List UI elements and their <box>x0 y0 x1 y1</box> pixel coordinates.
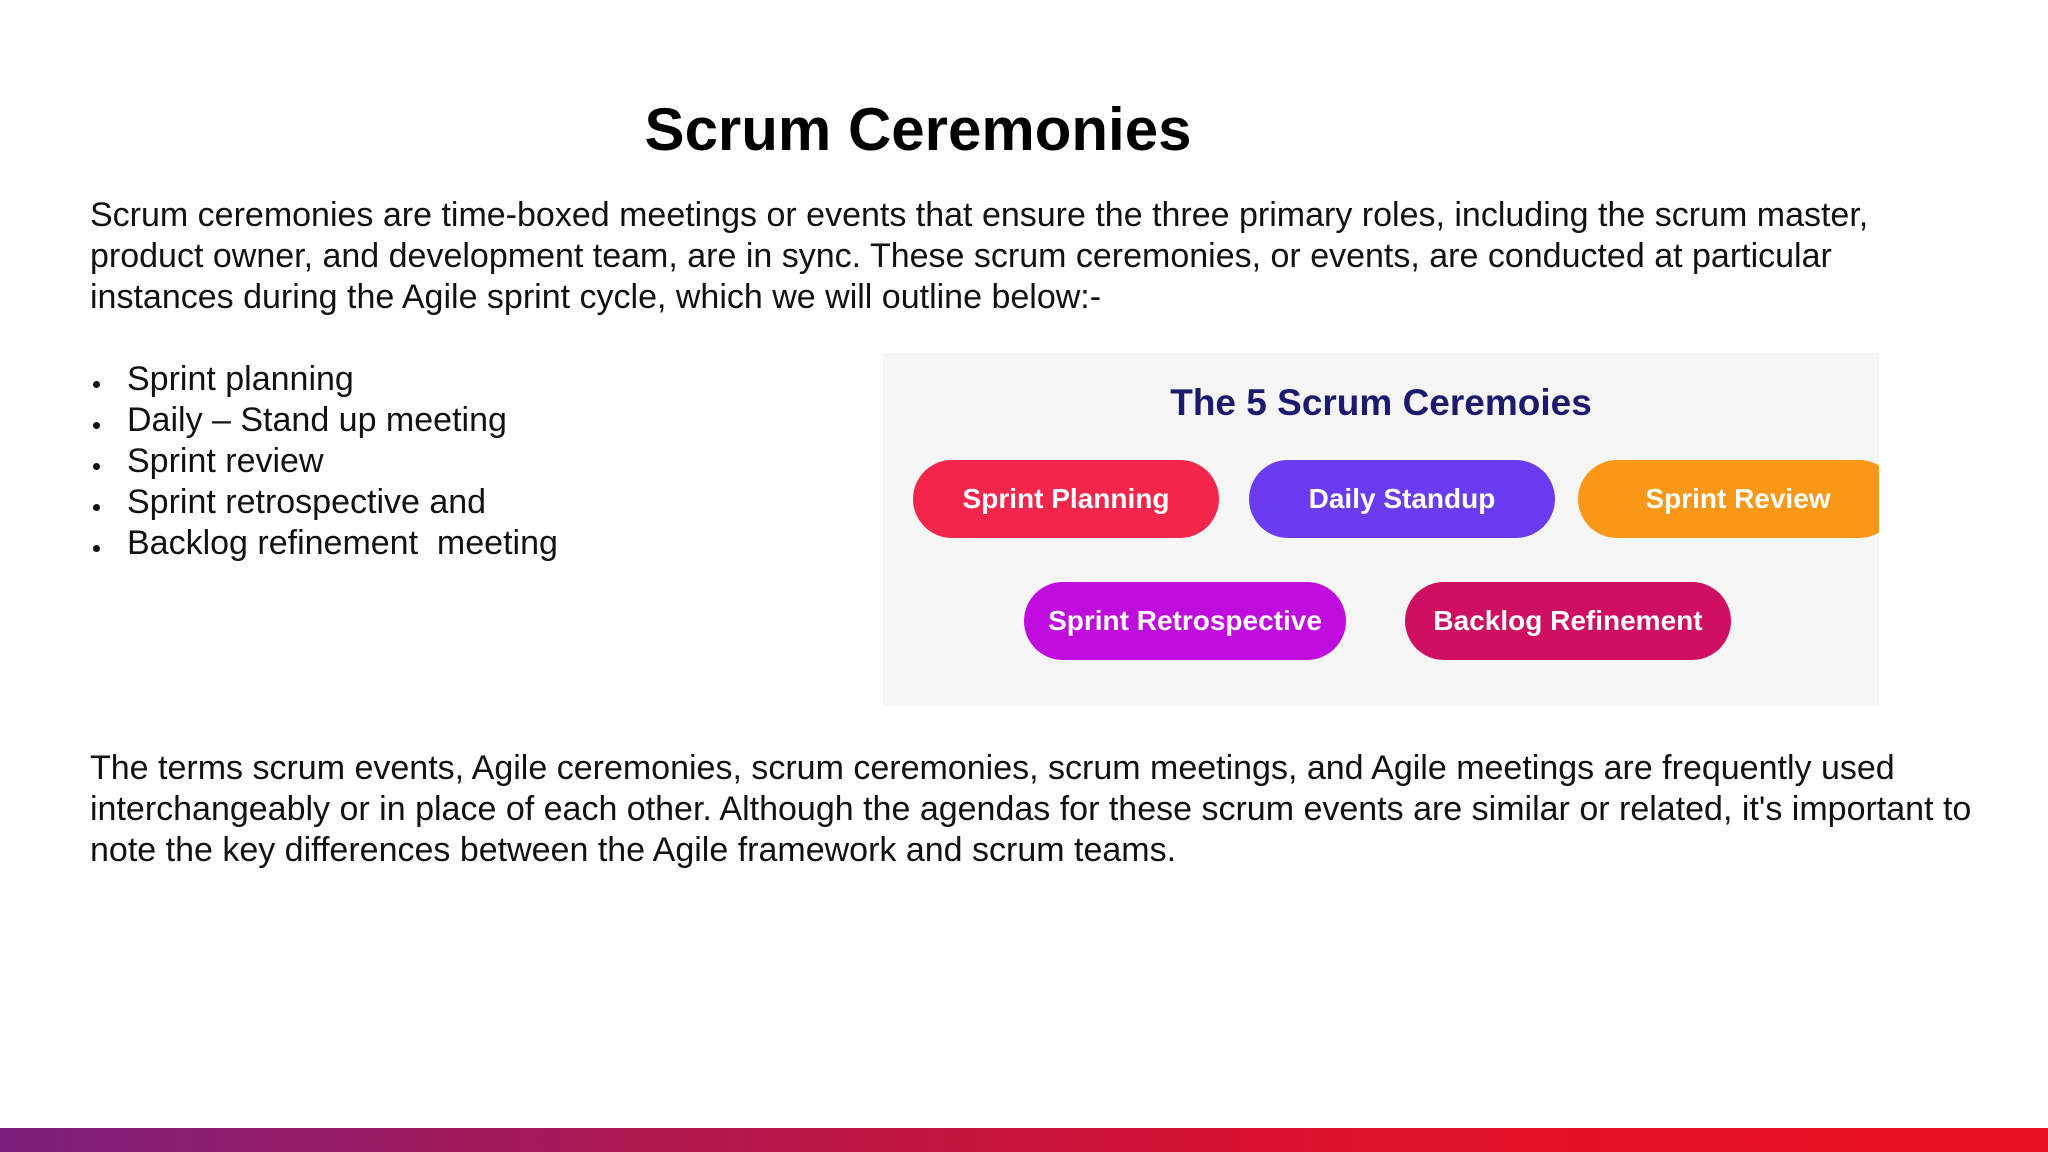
pill-backlog-refinement: Backlog Refinement <box>1405 582 1731 660</box>
intro-paragraph: Scrum ceremonies are time-boxed meetings… <box>90 196 1869 316</box>
closing-paragraph: The terms scrum events, Agile ceremonies… <box>90 749 1972 869</box>
ceremonies-figure: The 5 Scrum Ceremoies Sprint Planning Da… <box>883 353 1879 706</box>
pill-sprint-planning: Sprint Planning <box>913 460 1219 538</box>
figure-title: The 5 Scrum Ceremoies <box>1170 382 1592 423</box>
ceremony-bullet-list: Sprint planning Daily – Stand up meeting… <box>90 359 558 564</box>
bullet-item: Sprint review <box>90 441 558 482</box>
pill-sprint-review: Sprint Review <box>1578 460 1879 538</box>
bullet-item: Backlog refinement meeting <box>90 523 558 564</box>
pill-sprint-retrospective: Sprint Retrospective <box>1024 582 1346 660</box>
bullet-item: Sprint retrospective and <box>90 482 558 523</box>
footer-gradient-bar <box>0 1128 2048 1152</box>
bullet-item: Daily – Stand up meeting <box>90 400 558 441</box>
pill-daily-standup: Daily Standup <box>1249 460 1555 538</box>
bullet-item: Sprint planning <box>90 359 558 400</box>
slide-title: Scrum Ceremonies <box>644 96 1192 163</box>
